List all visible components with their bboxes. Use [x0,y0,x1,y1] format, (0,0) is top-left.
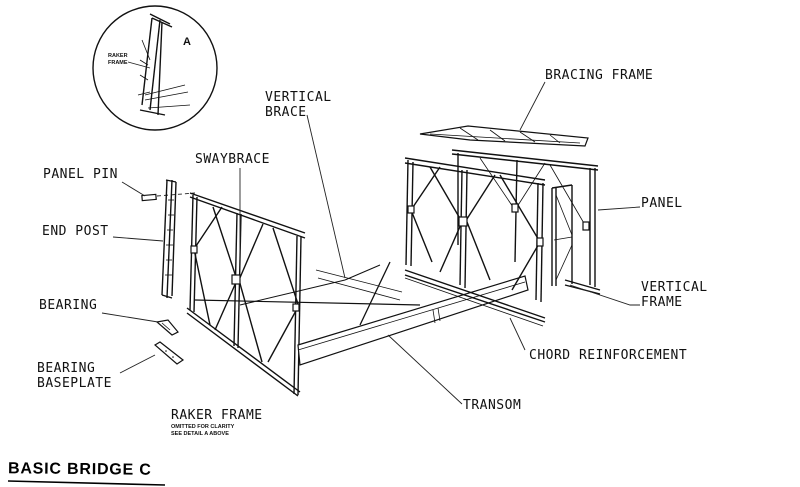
leader-panel-pin [121,181,146,197]
label-raker-frame: RAKER FRAME [171,408,263,423]
transom-part [297,275,529,366]
leader-panel [597,206,641,211]
rear-panels-part [404,149,599,303]
label-end-post: END POST [42,224,109,239]
detail-a-circle [92,5,218,131]
bearing-part [155,319,179,336]
leader-bearing [101,312,159,323]
front-panel-part [186,192,306,397]
label-transom: TRANSOM [463,398,522,413]
leader-transom [387,334,463,405]
end-post-part [161,179,177,299]
leader-chord-reinforcement [509,317,526,351]
bracing-frame-part [419,125,589,147]
swaybrace-part [194,261,421,326]
detail-letter: A [183,36,192,48]
drawing-title: BASIC BRIDGE C [7,460,152,479]
label-swaybrace: SWAYBRACE [195,152,270,167]
title-underline [7,480,166,486]
panel-pin-part [141,192,196,202]
leader-vertical-frame [569,284,640,306]
bearing-baseplate-part [153,341,185,365]
label-panel: PANEL [641,196,683,211]
label-bracing-frame: BRACING FRAME [545,68,654,83]
label-panel-pin: PANEL PIN [43,167,118,182]
leader-lines [101,81,641,405]
label-bearing: BEARING [39,298,98,313]
label-chord-reinforcement: CHORD REINFORCEMENT [529,348,688,363]
leader-end-post [112,236,164,242]
leader-bearing-baseplate [119,354,156,374]
leader-bracing-frame [519,81,546,131]
chord-reinforcement-part [404,269,601,327]
leader-vertical-brace [306,114,346,279]
